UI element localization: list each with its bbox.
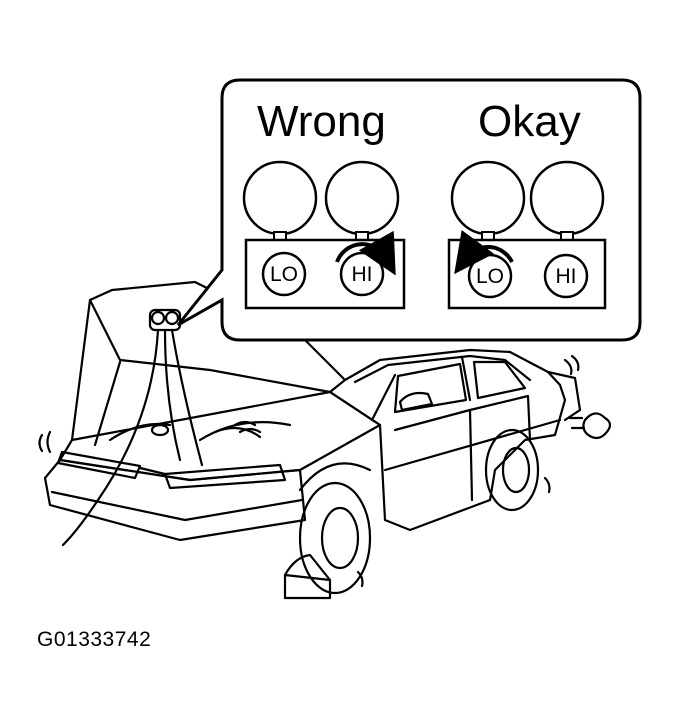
wrong-turn-arrow	[335, 230, 396, 276]
car-illustration	[38, 280, 612, 600]
car-side-trim	[383, 418, 562, 472]
car-bumper	[43, 458, 307, 542]
gauge-mini-2	[164, 310, 180, 326]
gauge-hose-2	[163, 328, 182, 462]
vibration-mark-wheel	[356, 476, 551, 588]
wrong-title: Wrong	[257, 97, 386, 146]
car-window-rear	[472, 360, 527, 400]
car-windshield	[353, 354, 532, 384]
car-window-front	[393, 362, 468, 414]
engine-hose	[213, 426, 262, 439]
gauge-hose-1	[61, 328, 160, 547]
okay-hi-gauge	[529, 160, 605, 236]
front-wheel	[298, 481, 372, 595]
rear-wheel	[484, 428, 540, 512]
gauge-manifold	[148, 308, 182, 332]
okay-panel: Okay LO HI	[447, 97, 607, 310]
car-headlight-left	[56, 450, 142, 480]
wrong-lo-valve	[261, 251, 307, 297]
wheel-chock	[283, 573, 332, 600]
car-grille	[138, 466, 167, 476]
exhaust-puff	[582, 412, 612, 440]
okay-hi-valve-label: HI	[556, 265, 577, 288]
car-roof	[343, 348, 562, 387]
car-headlight-right	[163, 463, 287, 490]
vibration-mark-front	[38, 430, 52, 454]
hood-edge	[70, 298, 92, 442]
gauge-hose-3	[170, 328, 204, 467]
okay-lo-gauge	[450, 160, 526, 236]
rear-wheel-hub	[501, 446, 531, 494]
okay-hi-valve	[543, 253, 589, 299]
car-trunk	[546, 370, 582, 422]
vibration-mark-top	[233, 420, 262, 434]
vibration-mark-rear	[563, 354, 580, 376]
gauge-mini-1	[150, 310, 166, 326]
engine-bay-right	[198, 421, 292, 442]
figure-id: G01333742	[37, 628, 152, 651]
car-b-pillar	[460, 355, 472, 402]
car-body-side	[328, 383, 567, 532]
front-wheel-hub	[320, 506, 360, 570]
engine-cap	[150, 423, 170, 437]
side-mirror	[398, 391, 434, 412]
okay-turn-arrow	[454, 230, 514, 275]
car-door-rear	[468, 394, 532, 442]
wheel-chock-top	[283, 553, 332, 582]
okay-lo-valve-label: LO	[476, 265, 504, 288]
wrong-lo-gauge	[242, 160, 318, 236]
engine-bay-left	[108, 422, 172, 442]
wrong-hi-gauge	[324, 160, 400, 236]
front-wheel-arch	[298, 462, 372, 492]
hood-prop-rod	[93, 360, 122, 447]
wrong-hi-valve-label: HI	[352, 263, 373, 286]
wrong-lo-valve-label: LO	[270, 263, 298, 286]
car-a-pillar	[370, 373, 397, 422]
wrong-panel: Wrong LO HI	[242, 97, 406, 310]
okay-title: Okay	[478, 97, 581, 146]
